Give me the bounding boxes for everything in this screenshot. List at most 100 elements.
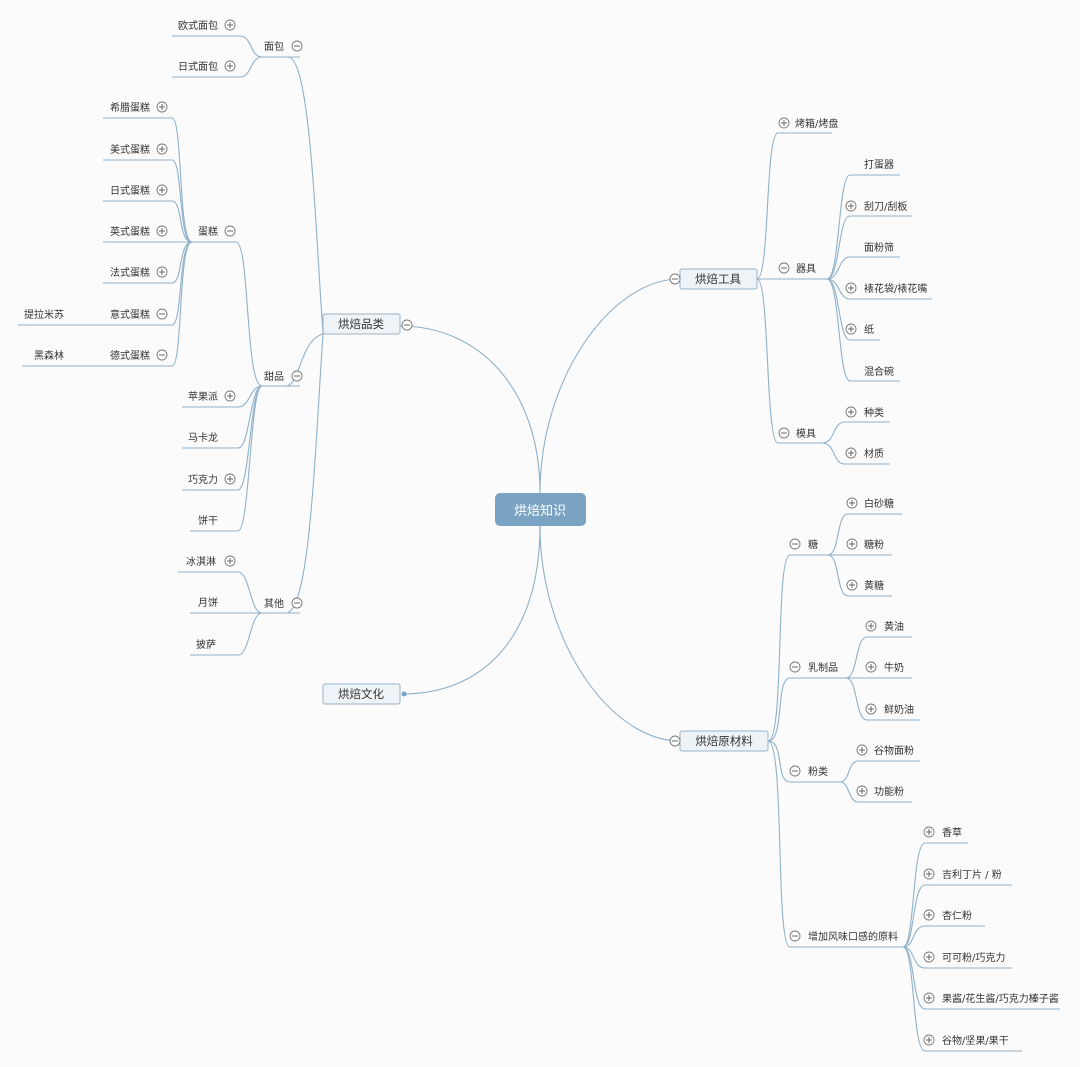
node-it-cake[interactable]: 意式蛋糕 [110,308,150,321]
node-culture[interactable]: 烘焙文化 [322,683,401,705]
node-fr-cake[interactable]: 法式蛋糕 [110,266,150,279]
expand-icon[interactable] [224,390,236,402]
node-spatula[interactable]: 刮刀/刮板 [864,200,907,213]
node-ice-cream[interactable]: 冰淇淋 [186,555,216,568]
node-mold-types[interactable]: 种类 [864,406,884,419]
expand-icon[interactable] [845,447,857,459]
expand-icon[interactable] [156,101,168,113]
node-cake[interactable]: 蛋糕 [198,225,218,238]
node-pizza[interactable]: 披萨 [196,638,216,651]
node-flour[interactable]: 粉类 [808,765,828,778]
node-categories[interactable]: 烘焙品类 [322,313,401,335]
expand-icon[interactable] [856,744,868,756]
node-piping-bag[interactable]: 裱花袋/裱花嘴 [864,282,927,295]
collapse-icon[interactable] [778,427,790,439]
expand-icon[interactable] [224,60,236,72]
expand-icon[interactable] [156,184,168,196]
node-tiramisu[interactable]: 提拉米苏 [24,308,64,321]
expand-icon[interactable] [865,703,877,715]
node-milk[interactable]: 牛奶 [884,661,904,674]
expand-icon[interactable] [846,579,858,591]
collapse-icon[interactable] [291,370,303,382]
collapse-icon[interactable] [156,308,168,320]
node-almond-flour[interactable]: 杏仁粉 [942,909,972,922]
node-white-sugar[interactable]: 白砂糖 [864,497,894,510]
collapse-icon[interactable] [224,225,236,237]
collapse-icon[interactable] [789,930,801,942]
node-tools[interactable]: 烘焙工具 [679,268,758,290]
node-us-cake[interactable]: 美式蛋糕 [110,143,150,156]
collapse-icon[interactable] [778,262,790,274]
node-apple-pie[interactable]: 苹果派 [188,390,218,403]
node-jp-cake[interactable]: 日式蛋糕 [110,184,150,197]
node-mooncake[interactable]: 月饼 [198,596,218,609]
root-node[interactable]: 烘焙知识 [495,493,586,526]
node-de-cake[interactable]: 德式蛋糕 [110,349,150,362]
expand-icon[interactable] [865,620,877,632]
collapse-icon[interactable] [789,661,801,673]
expand-icon[interactable] [923,909,935,921]
node-brown-sugar[interactable]: 黄糖 [864,579,884,592]
node-chocolate[interactable]: 巧克力 [188,473,218,486]
expand-icon[interactable] [224,19,236,31]
node-cookie[interactable]: 饼干 [198,514,218,527]
expand-icon[interactable] [923,868,935,880]
node-grain-flour[interactable]: 谷物面粉 [874,744,914,757]
node-vanilla[interactable]: 香草 [942,827,962,839]
node-desserts[interactable]: 甜品 [264,370,284,383]
node-mixing-bowl[interactable]: 混合碗 [864,365,894,378]
node-cocoa[interactable]: 可可粉/巧克力 [942,951,1005,964]
node-uk-cake[interactable]: 英式蛋糕 [110,225,150,238]
expand-icon[interactable] [846,497,858,509]
node-flavor[interactable]: 增加风味口感的原料 [808,930,898,943]
node-whisk[interactable]: 打蛋器 [864,158,894,171]
node-black-forest[interactable]: 黑森林 [34,349,64,362]
expand-icon[interactable] [845,282,857,294]
expand-icon[interactable] [923,826,935,838]
node-paper[interactable]: 纸 [864,323,874,336]
node-cream[interactable]: 鲜奶油 [884,703,914,716]
node-sifter[interactable]: 面粉筛 [864,241,894,254]
node-other[interactable]: 其他 [264,597,284,610]
collapse-icon[interactable] [401,319,413,331]
expand-icon[interactable] [865,661,877,673]
collapse-icon[interactable] [291,597,303,609]
node-dairy[interactable]: 乳制品 [808,661,838,674]
node-molds[interactable]: 模具 [796,428,816,440]
node-greek-cake[interactable]: 希腊蛋糕 [110,101,150,114]
expand-icon[interactable] [224,473,236,485]
expand-icon[interactable] [923,1034,935,1046]
expand-icon[interactable] [845,406,857,418]
node-utensils[interactable]: 器具 [796,263,816,275]
node-butter[interactable]: 黄油 [884,620,904,633]
expand-icon[interactable] [923,992,935,1004]
node-jp-bread[interactable]: 日式面包 [178,60,218,73]
node-mold-material[interactable]: 材质 [864,447,884,460]
node-nuts[interactable]: 谷物/坚果/果干 [942,1034,1009,1047]
expand-icon[interactable] [156,225,168,237]
expand-icon[interactable] [845,200,857,212]
node-euro-bread[interactable]: 欧式面包 [178,19,218,32]
expand-icon[interactable] [156,143,168,155]
node-sugar[interactable]: 糖 [808,538,818,551]
expand-icon[interactable] [778,117,790,129]
expand-icon[interactable] [156,266,168,278]
node-bread[interactable]: 面包 [264,40,284,53]
expand-icon[interactable] [923,951,935,963]
node-oven[interactable]: 烤箱/烤盘 [795,117,838,130]
expand-icon[interactable] [845,323,857,335]
collapse-icon[interactable] [789,765,801,777]
expand-icon[interactable] [224,555,236,567]
expand-icon[interactable] [846,538,858,550]
node-jam[interactable]: 果酱/花生酱/巧克力榛子酱 [942,992,1059,1005]
node-functional-flour[interactable]: 功能粉 [874,785,904,798]
collapse-icon[interactable] [669,273,681,285]
node-gelatin[interactable]: 吉利丁片 / 粉 [942,868,1002,881]
node-macaron[interactable]: 马卡龙 [188,431,218,444]
node-powdered-sugar[interactable]: 糖粉 [864,538,884,551]
collapse-icon[interactable] [156,349,168,361]
node-ingredients[interactable]: 烘焙原材料 [679,730,769,752]
collapse-icon[interactable] [789,538,801,550]
collapse-icon[interactable] [291,40,303,52]
collapse-icon[interactable] [669,735,681,747]
